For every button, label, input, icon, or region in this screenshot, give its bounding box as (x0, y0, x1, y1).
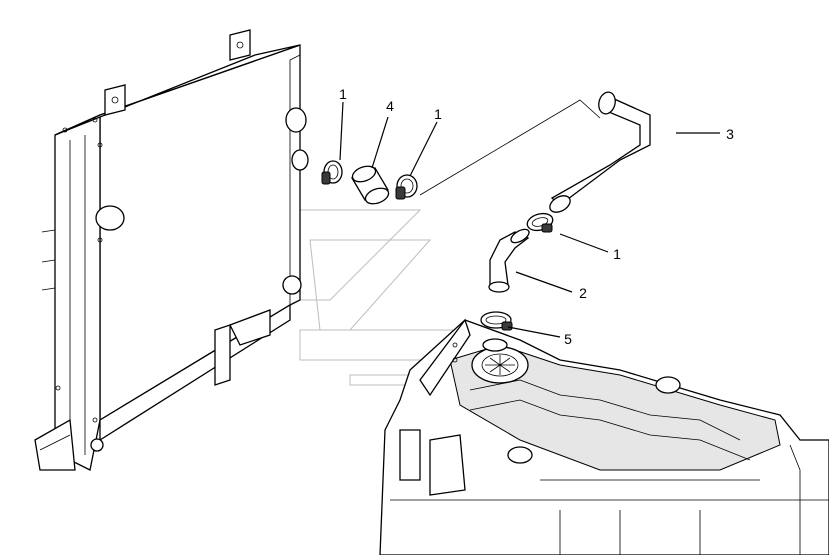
hose-long (419, 91, 651, 213)
leader-lines (339, 101, 720, 338)
engine (379, 318, 829, 555)
callout-1-mid: 1 (613, 246, 621, 262)
radiator (34, 29, 309, 471)
callout-5: 5 (564, 331, 572, 347)
clamp-left (321, 160, 343, 185)
hose-elbow (488, 228, 530, 293)
callout-3: 3 (726, 126, 734, 142)
clamp-mid (526, 212, 554, 233)
clamp-right (395, 174, 418, 200)
callout-1-left: 1 (339, 86, 347, 102)
clamp-bottom (480, 311, 513, 331)
callout-1-right: 1 (434, 106, 442, 122)
callout-4: 4 (386, 98, 394, 114)
callout-labels: 1 4 1 3 1 2 5 (339, 86, 734, 347)
hose-short (351, 165, 390, 205)
callout-2: 2 (579, 285, 587, 301)
